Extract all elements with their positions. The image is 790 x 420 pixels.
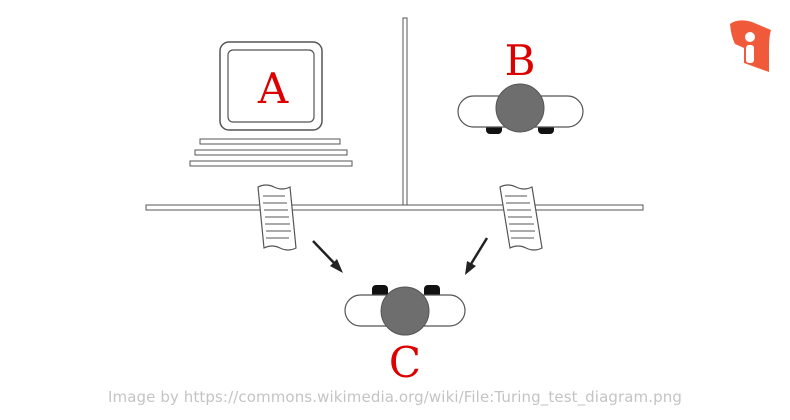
label-a: A xyxy=(257,64,289,113)
paper-left xyxy=(257,184,297,251)
person-c: C xyxy=(344,285,466,387)
paper-icon xyxy=(257,184,297,251)
horizontal-wall xyxy=(145,204,644,211)
arrow-icon xyxy=(312,240,343,273)
computer-a: A xyxy=(189,41,353,167)
paper-icon xyxy=(499,184,543,251)
image-credit-caption: Image by https://commons.wikimedia.org/w… xyxy=(108,388,682,406)
logo-icon xyxy=(730,20,771,72)
keyboard-icon xyxy=(189,138,353,167)
label-b: B xyxy=(505,36,536,85)
person-icon xyxy=(457,83,584,134)
computer-icon xyxy=(219,41,323,131)
person-b: B xyxy=(457,36,584,134)
arrow-right xyxy=(465,237,489,275)
arrow-icon xyxy=(465,237,489,275)
arrow-left xyxy=(312,240,343,273)
partition-walls xyxy=(145,17,644,211)
vertical-wall xyxy=(402,17,408,208)
person-icon xyxy=(344,285,466,336)
paper-right xyxy=(499,184,543,251)
label-c: C xyxy=(389,338,421,387)
